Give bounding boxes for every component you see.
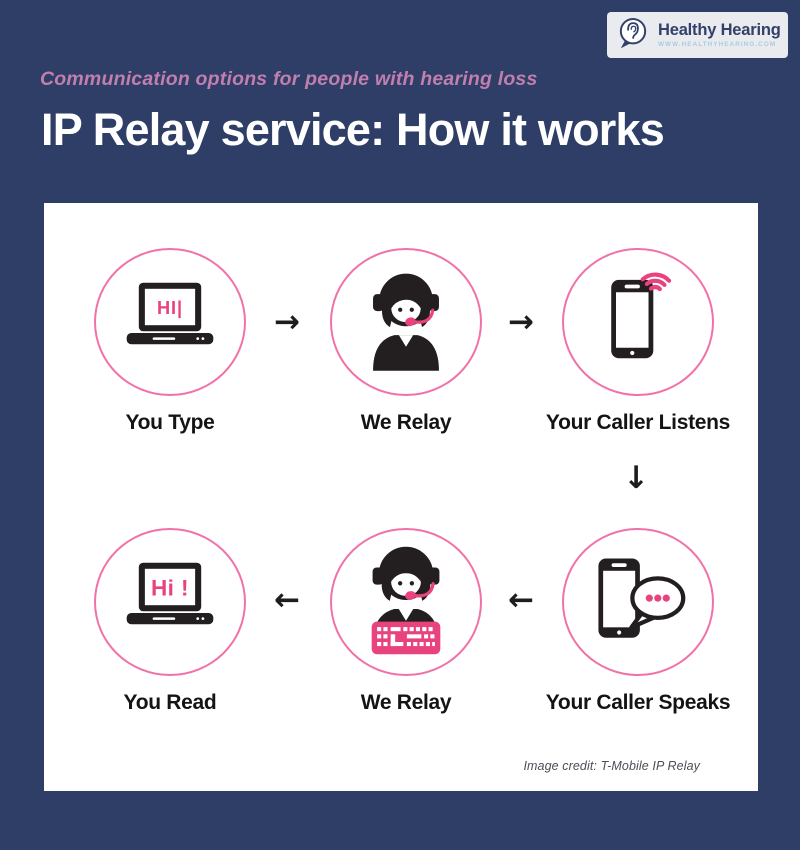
phone-speech-bubble-icon bbox=[585, 551, 691, 654]
laptop-screen-text: Hi ! bbox=[151, 575, 189, 600]
arrow-down-icon: ↓ bbox=[623, 460, 649, 496]
healthy-hearing-logo: Healthy Hearing WWW.HEALTHYHEARING.COM bbox=[607, 12, 788, 58]
step-circle-we-relay-typing bbox=[330, 528, 482, 676]
step-label-caller-speaks: Your Caller Speaks bbox=[545, 691, 731, 714]
arrow-right-icon: → bbox=[274, 304, 300, 340]
step-label-we-relay-typing: We Relay bbox=[360, 691, 452, 714]
page-title: IP Relay service: How it works bbox=[41, 104, 665, 155]
step-label-you-type: You Type bbox=[125, 411, 215, 434]
arrow-right-icon: → bbox=[508, 304, 534, 340]
laptop-screen-text: HI| bbox=[157, 297, 183, 317]
operator-headset-icon bbox=[357, 268, 455, 377]
image-credit: Image credit: T-Mobile IP Relay bbox=[523, 759, 700, 773]
logo-url: WWW.HEALTHYHEARING.COM bbox=[658, 40, 777, 48]
step-circle-caller-listens bbox=[562, 248, 714, 396]
step-label-caller-listens: Your Caller Listens bbox=[545, 411, 731, 434]
step-circle-you-read: Hi ! bbox=[94, 528, 246, 676]
step-label-you-read: You Read bbox=[123, 691, 217, 714]
diagram-card: HI| bbox=[44, 203, 758, 791]
step-circle-you-type: HI| bbox=[94, 248, 246, 396]
logo-name: Healthy Hearing bbox=[658, 21, 781, 40]
page-subtitle: Communication options for people with he… bbox=[40, 68, 538, 90]
operator-keyboard-icon bbox=[356, 544, 456, 661]
phone-sound-waves-icon bbox=[594, 269, 682, 376]
step-circle-caller-speaks bbox=[562, 528, 714, 676]
step-label-we-relay-voice: We Relay bbox=[360, 411, 452, 434]
laptop-typing-icon: HI| bbox=[118, 281, 222, 364]
arrow-left-icon: ← bbox=[508, 582, 534, 618]
step-circle-we-relay-voice bbox=[330, 248, 482, 396]
ear-speech-bubble-icon bbox=[615, 14, 651, 57]
laptop-reading-icon: Hi ! bbox=[118, 561, 222, 644]
arrow-left-icon: ← bbox=[274, 582, 300, 618]
